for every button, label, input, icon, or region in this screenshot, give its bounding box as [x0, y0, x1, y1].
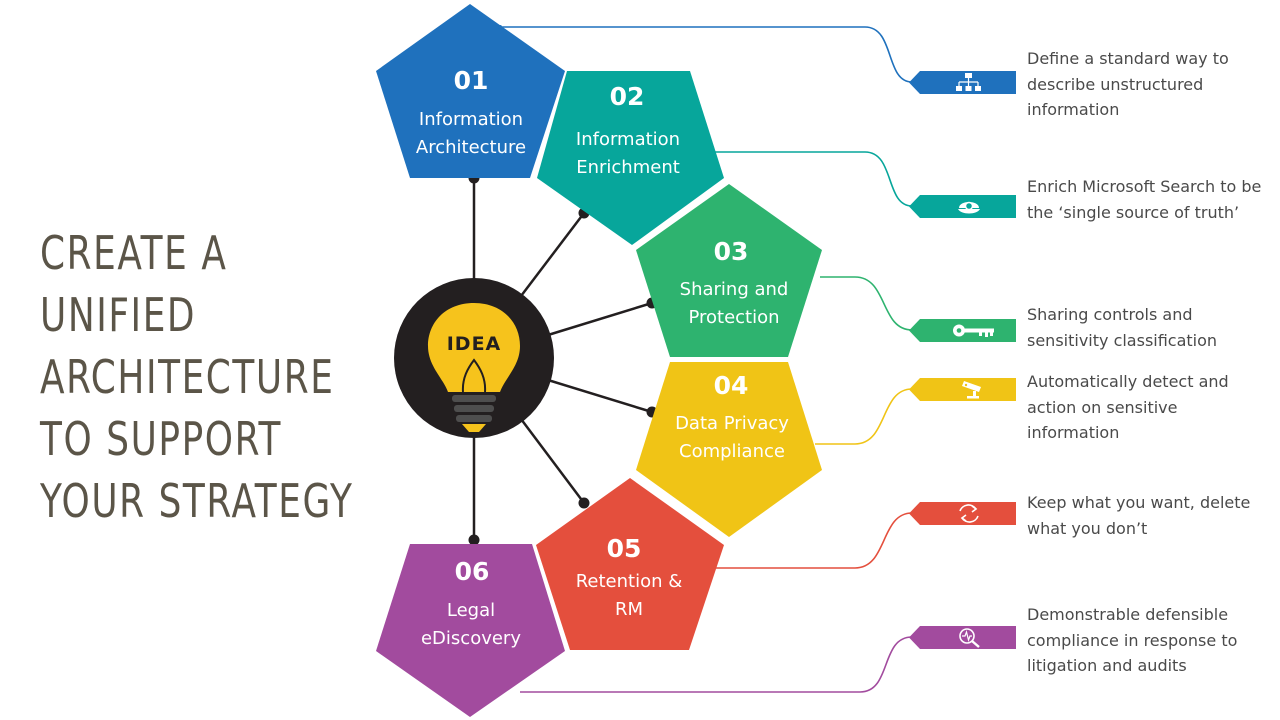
step-description: Sharing controls and sensitivity classif…: [1027, 305, 1218, 350]
step-number: 06: [455, 557, 490, 586]
step-number: 01: [454, 66, 489, 95]
step-number: 04: [714, 371, 749, 400]
step-label: Protection: [688, 307, 779, 328]
tag-04: [909, 378, 1016, 401]
step-label: Legal: [447, 600, 495, 621]
step-label: Compliance: [679, 441, 785, 462]
tag-03: [909, 319, 1016, 342]
connector-05: [715, 512, 913, 569]
idea-label: IDEA: [447, 333, 502, 355]
step-label: Data Privacy: [675, 413, 789, 434]
step-label: Architecture: [416, 137, 526, 158]
title-line: UNIFIED: [40, 288, 197, 342]
step-label: Information: [576, 129, 680, 150]
title-line: ARCHITECTURE: [40, 350, 335, 404]
step-label: eDiscovery: [421, 628, 521, 649]
step-number: 02: [610, 82, 645, 111]
sitemap-icon: [956, 73, 981, 91]
spoke-04: [547, 378, 653, 414]
pentagon-06: [376, 544, 565, 717]
step-description: Enrich Microsoft Search to be the ‘singl…: [1027, 177, 1262, 222]
connector-03: [820, 276, 913, 331]
spoke-03: [547, 301, 653, 337]
step-description: Automatically detect and action on sensi…: [1027, 372, 1229, 442]
page-title: CREATE A UNIFIED ARCHITECTURE TO SUPPORT…: [40, 222, 352, 532]
spoke-02: [517, 212, 585, 301]
spoke-dot: [578, 497, 590, 509]
connector-02: [715, 151, 913, 207]
connector-04: [815, 388, 913, 445]
pentagon-05: [536, 478, 724, 650]
pentagon-02: [537, 71, 724, 245]
pearl-icon: [958, 201, 980, 214]
tag-05: [909, 502, 1016, 525]
step-label: Information: [419, 109, 523, 130]
connector-06: [520, 636, 913, 693]
connector-01: [500, 26, 913, 83]
title-line: TO SUPPORT: [40, 412, 282, 466]
step-number: 05: [607, 534, 642, 563]
tag-06: [909, 626, 1016, 649]
pentagon-01: [376, 4, 565, 178]
key-icon: [953, 324, 994, 337]
search-analysis-icon: [959, 628, 980, 648]
tag-02: [909, 195, 1016, 218]
tag-01: [909, 71, 1016, 94]
title-line: CREATE A: [40, 226, 228, 280]
refresh-cycle-icon: [959, 504, 979, 523]
step-label: Retention &: [576, 571, 683, 592]
idea-lightbulb-icon: [428, 303, 520, 432]
idea-hub: IDEA: [394, 278, 554, 438]
step-label: RM: [615, 599, 643, 620]
step-description: Keep what you want, delete what you don’…: [1027, 493, 1251, 538]
pentagon-03: [636, 184, 822, 357]
spoke-dot: [468, 534, 480, 546]
step-description: Define a standard way to describe unstru…: [1027, 49, 1229, 119]
security-camera-icon: [962, 381, 981, 399]
step-description: Demonstrable defensible compliance in re…: [1027, 605, 1238, 675]
step-label: Enrichment: [576, 157, 680, 178]
step-number: 03: [714, 237, 749, 266]
step-label: Sharing and: [680, 279, 789, 300]
pentagon-04: [636, 362, 822, 537]
spoke-05: [517, 414, 585, 504]
